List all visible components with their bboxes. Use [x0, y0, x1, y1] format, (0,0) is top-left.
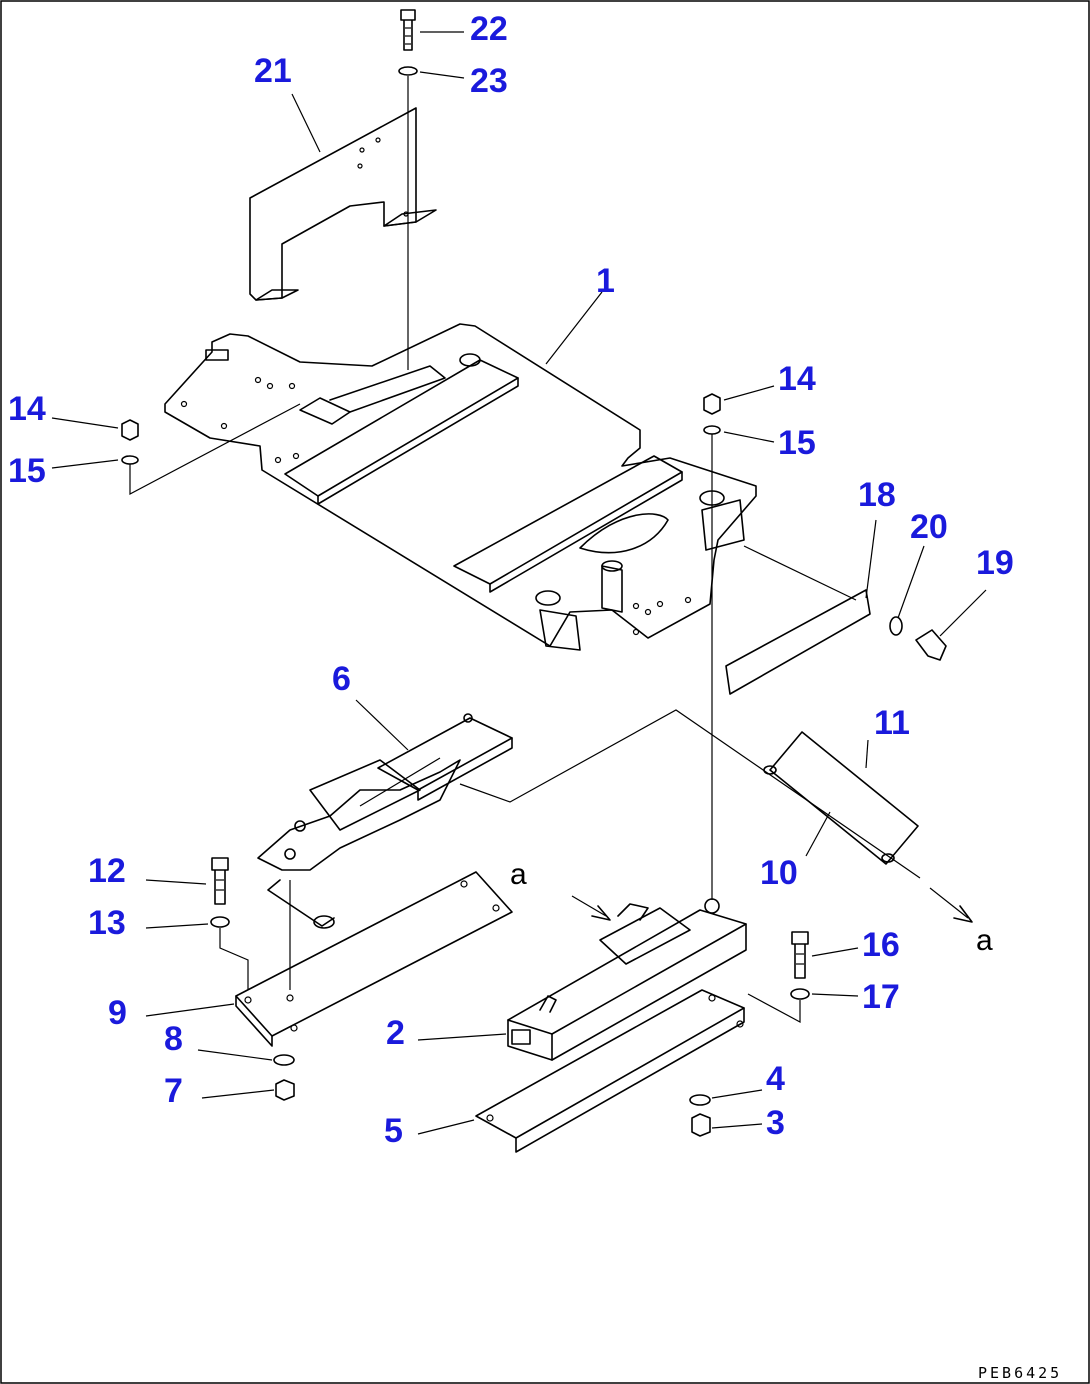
callout-9: 9	[108, 994, 127, 1032]
callout-5: 5	[384, 1112, 403, 1150]
washer-15-left	[121, 455, 139, 465]
nut-3	[691, 1113, 711, 1137]
washer-15-right	[703, 425, 721, 435]
callout-labels: 22 23 21 1 14 15 14 15 18 20 19 6 11 10 …	[8, 10, 1014, 1150]
sleeve-11	[769, 731, 919, 865]
washer-23	[398, 66, 418, 76]
cable-end-left	[763, 765, 777, 775]
bolt-22	[400, 9, 416, 51]
cable-10	[459, 709, 921, 879]
callout-20: 20	[910, 508, 948, 546]
bolt-link-left	[219, 928, 249, 990]
ref-arrow-a-line	[571, 895, 607, 917]
washer-4	[689, 1094, 711, 1106]
reference-a-upper: a	[510, 858, 527, 891]
callout-4: 4	[766, 1060, 785, 1098]
ref-arrow-a-head	[591, 905, 611, 921]
cable-arrow-head	[953, 905, 973, 923]
callout-11: 11	[874, 704, 910, 742]
callout-23: 23	[470, 62, 508, 100]
callout-15-left: 15	[8, 452, 46, 490]
callout-16: 16	[862, 926, 900, 964]
bolt-16	[791, 931, 809, 979]
callout-13: 13	[88, 904, 126, 942]
seat-base-plate-1	[164, 323, 757, 651]
washer-8	[273, 1054, 295, 1066]
callout-6: 6	[332, 660, 351, 698]
callout-10: 10	[760, 854, 798, 892]
callout-15-right: 15	[778, 424, 816, 462]
callout-12: 12	[88, 852, 126, 890]
slide-rail-2	[507, 898, 747, 1061]
lever-assembly-6	[257, 713, 513, 929]
bolt-12	[211, 857, 229, 905]
callout-2: 2	[386, 1014, 405, 1052]
fastener-link-left	[129, 403, 301, 495]
rail-9	[235, 871, 513, 1047]
rail-5	[475, 989, 745, 1153]
nut-14-right	[703, 393, 721, 415]
reference-a-right: a	[976, 924, 993, 957]
leader-lines	[51, 31, 987, 1135]
washer-13	[210, 916, 230, 928]
bracket-21	[249, 107, 437, 301]
callout-21: 21	[254, 52, 292, 90]
washer-20	[889, 616, 903, 636]
washer-17	[790, 988, 810, 1000]
drawing-code: PEB6425	[978, 1364, 1062, 1382]
callout-18: 18	[858, 476, 896, 514]
callout-3: 3	[766, 1104, 785, 1142]
callout-1: 1	[596, 262, 615, 300]
cover-link	[743, 545, 857, 601]
callout-14-right: 14	[778, 360, 816, 398]
callout-22: 22	[470, 10, 508, 48]
callout-17: 17	[862, 978, 900, 1016]
callout-8: 8	[164, 1020, 183, 1058]
nut-14-left	[121, 419, 139, 441]
nut-7	[275, 1079, 295, 1101]
bolt-link-right	[747, 993, 801, 1024]
screw-19	[915, 629, 947, 661]
cable-arrow-line	[929, 887, 969, 919]
callout-19: 19	[976, 544, 1014, 582]
cover-18	[725, 589, 871, 695]
callout-7: 7	[164, 1072, 183, 1110]
cable-end-right	[881, 853, 895, 863]
callout-14-left: 14	[8, 390, 46, 428]
